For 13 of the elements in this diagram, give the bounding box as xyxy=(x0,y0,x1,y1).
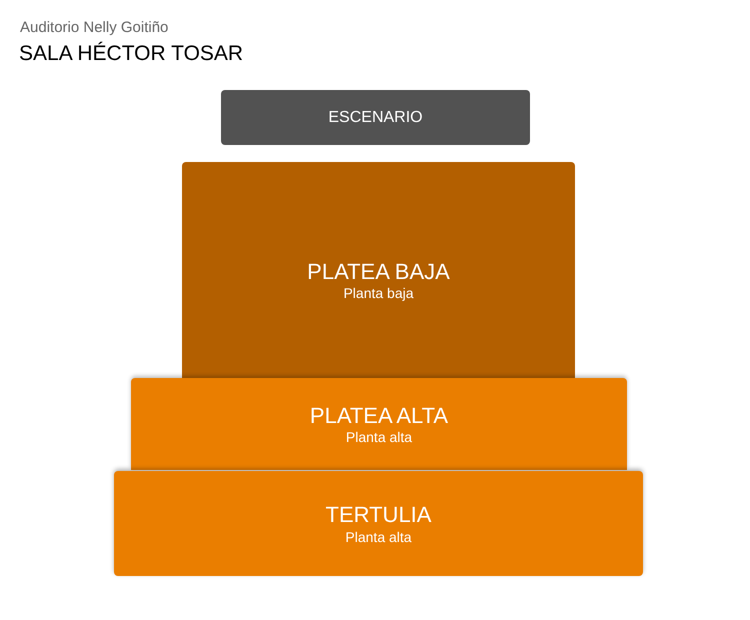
section-level: Planta baja xyxy=(343,285,414,302)
section-name: TERTULIA xyxy=(326,501,432,528)
section-name: ESCENARIO xyxy=(328,108,423,128)
title: SALA HÉCTOR TOSAR xyxy=(19,40,244,67)
seating-section xyxy=(182,162,575,378)
section-name: PLATEA BAJA xyxy=(307,258,450,285)
seating-section xyxy=(114,471,643,576)
section-name: PLATEA ALTA xyxy=(310,402,448,429)
section-level: Planta alta xyxy=(345,528,412,546)
seating-section xyxy=(131,378,627,470)
stage-block xyxy=(221,90,530,145)
section-level: Planta alta xyxy=(346,429,412,446)
venue-name: Auditorio Nelly Goitiño xyxy=(20,18,168,38)
